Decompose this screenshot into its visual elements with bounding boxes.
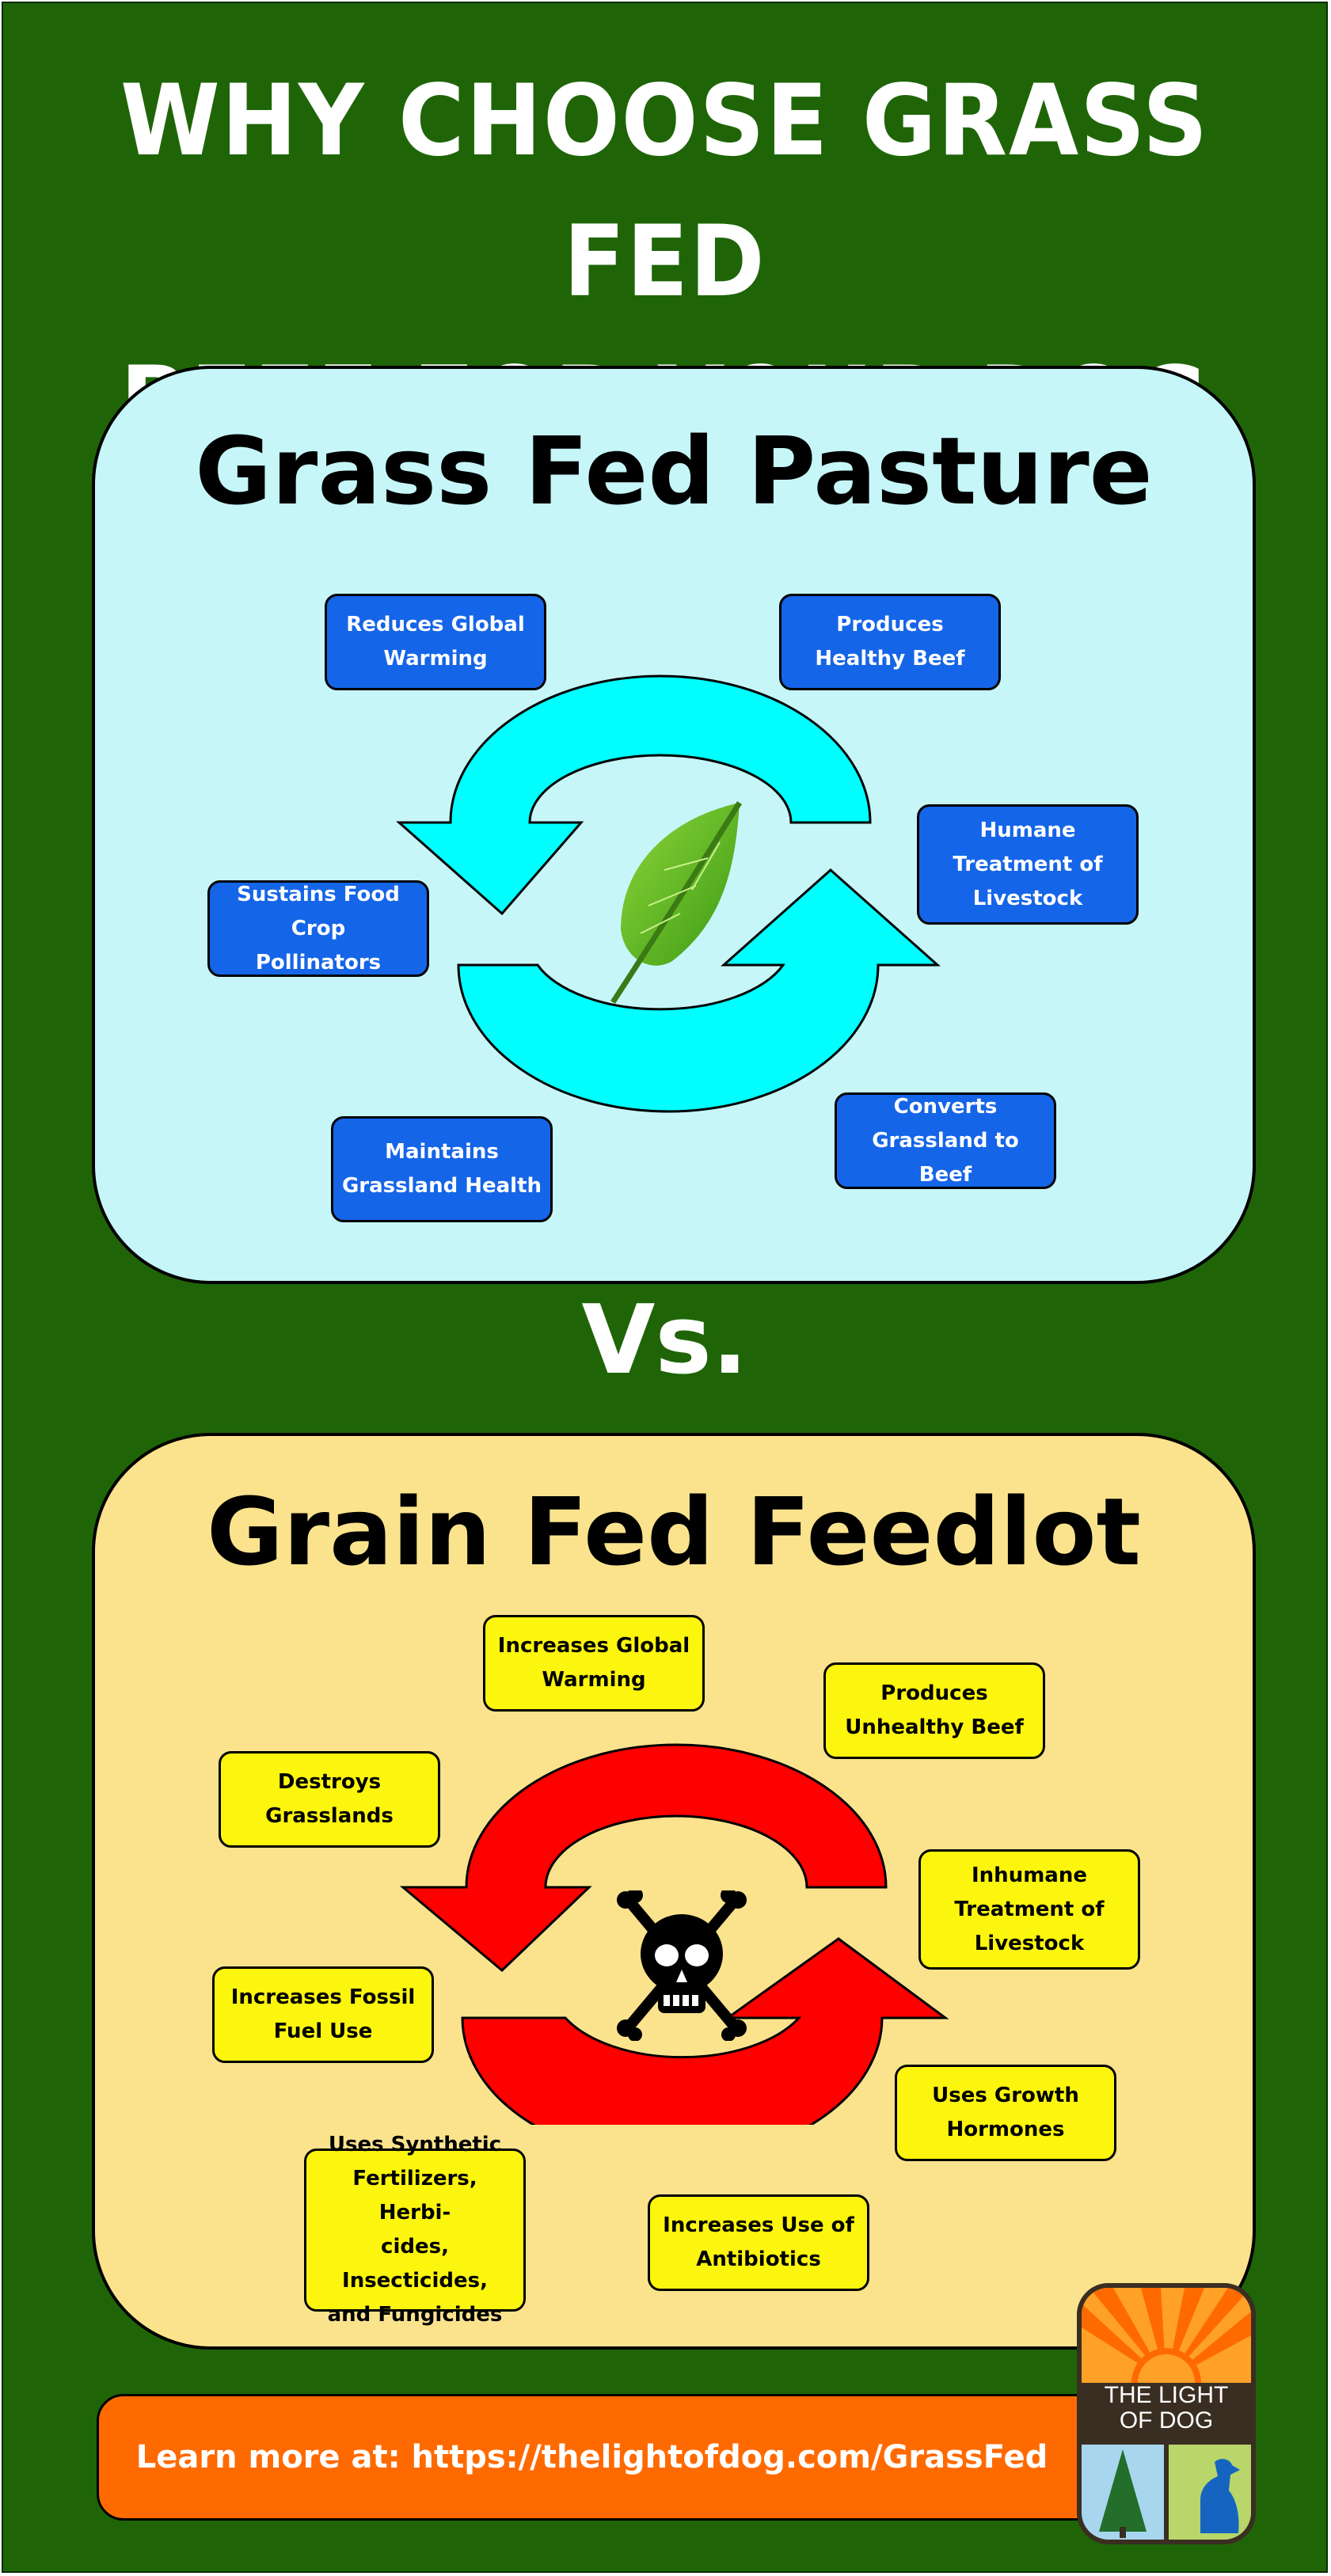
- cycle-arrow-bottom: [457, 868, 941, 1113]
- title-line-1: WHY CHOOSE GRASS FED: [120, 64, 1209, 319]
- grass-fed-panel-title: Grass Fed Pasture: [195, 416, 1153, 526]
- grain-cycle-arrows: [399, 1743, 949, 2125]
- footer-link-text[interactable]: Learn more at: https://thelightofdog.com…: [135, 2439, 1048, 2475]
- tree-and-dog-icon: [1082, 2445, 1251, 2540]
- footer-link-bar[interactable]: Learn more at: https://thelightofdog.com…: [97, 2394, 1118, 2521]
- grass-cycle-arrows: [396, 674, 941, 1113]
- skull-crossbones-icon: [617, 1890, 747, 2041]
- cycle-arrow-top: [399, 1743, 888, 1973]
- sunrise-icon: [1082, 2288, 1251, 2383]
- cycle-arrow-bottom: [461, 1937, 949, 2125]
- logo-text: THE LIGHT OF DOG: [1104, 2382, 1229, 2434]
- the-light-of-dog-logo: THE LIGHT OF DOG: [1077, 2283, 1256, 2544]
- cycle-arrow-top: [396, 674, 872, 916]
- leaf-icon: [610, 801, 742, 1004]
- versus-label: Vs.: [581, 1286, 748, 1396]
- grain-fed-panel-title: Grain Fed Feedlot: [207, 1477, 1141, 1586]
